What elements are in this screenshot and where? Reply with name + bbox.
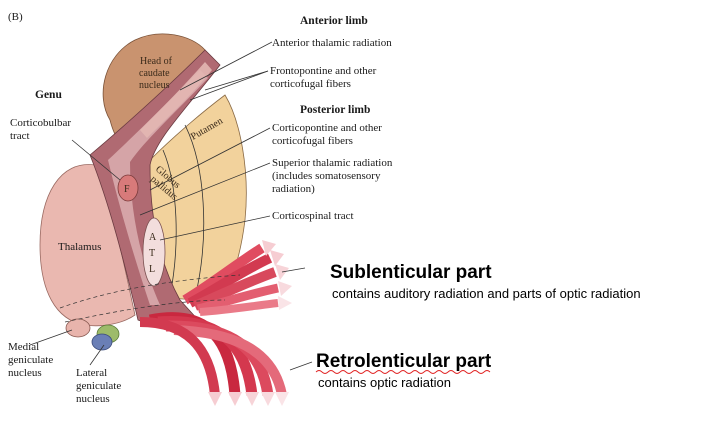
corticobulbar-label-line1: Corticobulbar	[10, 117, 71, 129]
face-letter: F	[124, 184, 130, 195]
anterior-limb-strip	[140, 62, 212, 138]
globus-boundary	[162, 149, 177, 297]
dashed-boundary-1	[59, 274, 241, 309]
frontopontine-label-line1: Frontopontine and other	[270, 65, 377, 77]
lateral-geniculate-label-line1: Lateral	[76, 367, 107, 379]
medial-geniculate-nucleus	[65, 318, 91, 338]
spellcheck-underline	[315, 370, 491, 374]
atl-letter-l: L	[149, 264, 155, 275]
atl-letter-t: T	[149, 248, 155, 259]
retrolenticular-title: Retrolenticular part	[316, 351, 492, 372]
medial-geniculate-label-line1: Medial	[8, 341, 39, 353]
medial-geniculate-label-line2: geniculate	[8, 354, 53, 366]
putamen-boundary	[184, 124, 205, 299]
retrolenticular-radiation	[139, 312, 289, 406]
dashed-boundary-2	[64, 299, 226, 323]
panel-label: (B)	[8, 11, 23, 23]
lateral-geniculate-label-line3: nucleus	[76, 393, 110, 405]
corticobulbar-face-region	[117, 174, 139, 202]
caudate-label-line1: Head of	[140, 56, 173, 67]
corticospinal-label: Corticospinal tract	[272, 210, 354, 222]
corticopontine-label-line2: corticofugal fibers	[272, 135, 353, 147]
retrolenticular-description: contains optic radiation	[318, 375, 451, 390]
sublenticular-radiation	[182, 240, 292, 316]
corticopontine-label-line1: Corticopontine and other	[272, 122, 382, 134]
superior-thalamic-label-line1: Superior thalamic radiation	[272, 157, 393, 169]
anterior-limb-header: Anterior limb	[300, 15, 368, 27]
genu-header: Genu	[35, 89, 62, 101]
lateral-geniculate-label-line2: geniculate	[76, 380, 121, 392]
caudate-label-line3: nucleus	[139, 80, 170, 91]
sublenticular-description: contains auditory radiation and parts of…	[332, 286, 641, 301]
sublenticular-title: Sublenticular part	[330, 262, 492, 283]
internal-capsule-inner-strip	[108, 70, 208, 305]
leader-lines	[29, 41, 313, 371]
frontopontine-label-line2: corticofugal fibers	[270, 78, 351, 90]
medial-geniculate-label-line3: nucleus	[8, 367, 42, 379]
corticospinal-atl-region	[142, 217, 166, 287]
corticobulbar-label-line2: tract	[10, 130, 30, 142]
lateral-geniculate-blue	[91, 333, 113, 351]
caudate-label-line2: caudate	[139, 68, 170, 79]
posterior-limb-header: Posterior limb	[300, 104, 370, 116]
atl-letter-a: A	[149, 232, 157, 243]
thalamus-label: Thalamus	[58, 241, 101, 253]
anterior-thalamic-radiation-label: Anterior thalamic radiation	[272, 37, 392, 49]
superior-thalamic-label-line2: (includes somatosensory	[272, 170, 381, 182]
superior-thalamic-label-line3: radiation)	[272, 183, 315, 195]
